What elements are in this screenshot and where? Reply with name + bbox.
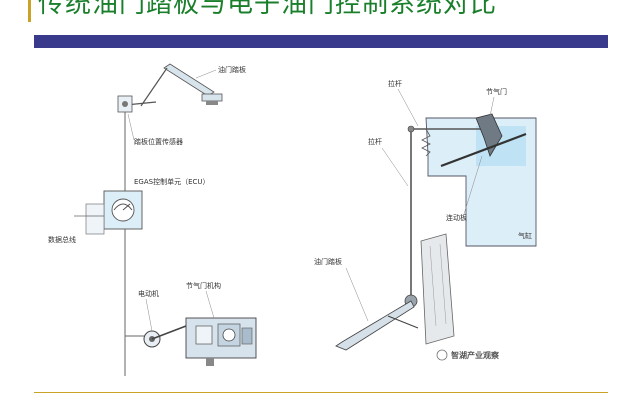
title-accent-line: [28, 0, 31, 22]
top-rod-label: 拉杆: [388, 79, 402, 88]
motor-link-line: [151, 325, 187, 340]
electronic-throttle-diagram: 油门踏板 踏板位置传感器 EGAS控制单元（ECU） 数据总线 电动机 节气门机…: [46, 56, 301, 376]
slide-title: 传统油门踏板与电子油门控制系统对比: [38, 0, 498, 19]
firewall-icon: [420, 233, 455, 345]
watermark: 智湖产业观察: [436, 349, 500, 361]
cylinder-icon: [425, 117, 537, 247]
bottom-rule: [34, 392, 608, 393]
throttle-mechanism-icon: [185, 317, 257, 366]
spring-icon: [421, 128, 431, 157]
throttle-mech-label: 节气门机构: [186, 281, 221, 290]
motor-label: 电动机: [138, 289, 159, 298]
sensor-label: 踏板位置传感器: [134, 137, 183, 146]
motor-wire: [124, 326, 146, 337]
comparison-diagram: 油门踏板 踏板位置传感器 EGAS控制单元（ECU） 数据总线 电动机 节气门机…: [46, 56, 546, 376]
mechanical-throttle-diagram: 拉杆 节气门 拉杆 油门踏板 连动板 气缸 智湖产业观察: [314, 56, 546, 374]
watermark-text: 智湖产业观察: [451, 350, 500, 360]
ecu-icon: [103, 190, 143, 230]
pedal-icon: [163, 63, 223, 105]
cylinder-label: 气缸: [518, 231, 532, 240]
throttle-label: 节气门: [486, 87, 507, 96]
left-panel-bg: [46, 56, 301, 374]
pedal-linkage-line: [140, 67, 168, 107]
linkage-label: 连动板: [446, 213, 467, 222]
pedal-sensor-icon: [117, 95, 133, 113]
throttle-plate-icon: [440, 113, 527, 168]
pedal-label: 油门踏板: [218, 65, 246, 74]
ecu-label: EGAS控制单元（ECU）: [134, 177, 210, 186]
mechanical-pedal-label: 油门踏板: [314, 257, 342, 266]
watermark-icon: [436, 349, 448, 361]
title-bar: [34, 35, 608, 48]
mechanical-pedal-icon: [335, 300, 419, 351]
data-bus-label: 数据总线: [48, 235, 76, 244]
data-bus-box: [85, 203, 105, 235]
side-rod-label: 拉杆: [368, 137, 382, 146]
